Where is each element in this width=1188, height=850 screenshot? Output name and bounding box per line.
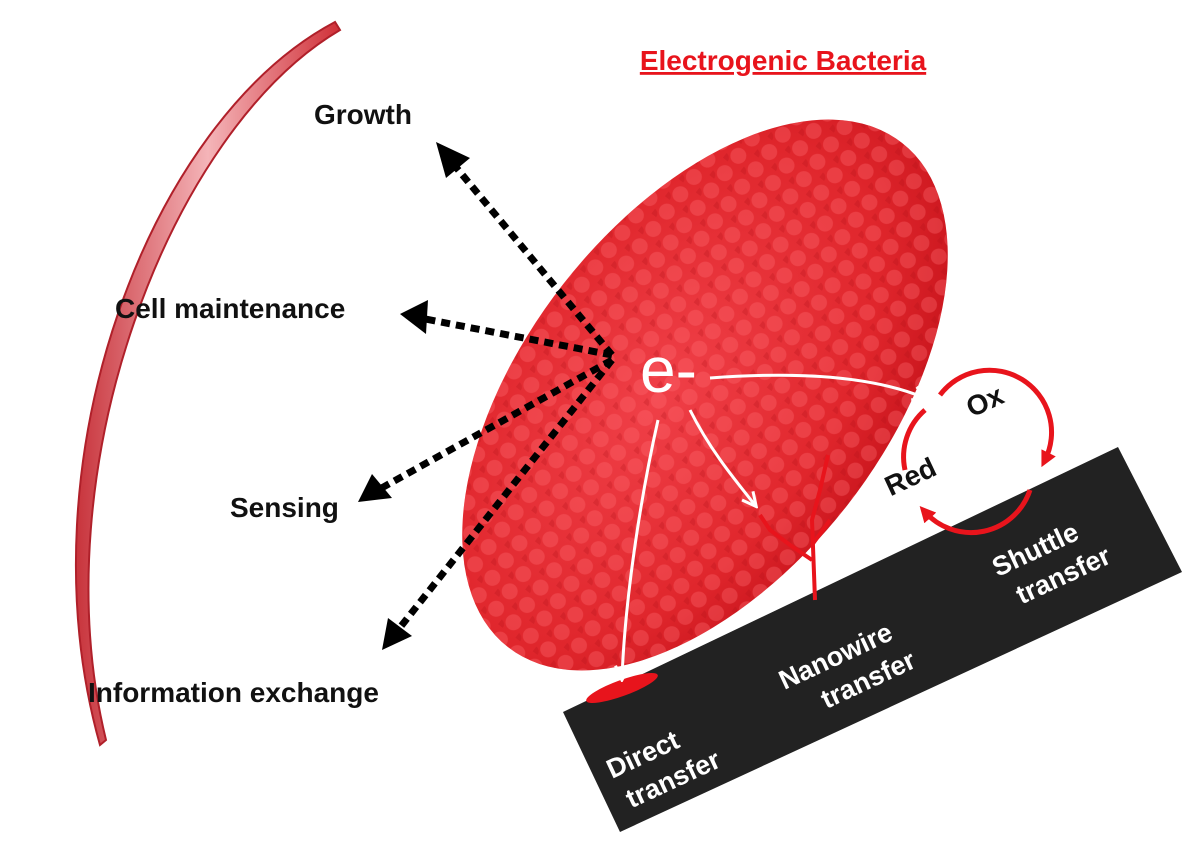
label-ox: Ox — [961, 379, 1008, 423]
nanowire — [758, 454, 832, 601]
electrode — [563, 447, 1182, 832]
label-cell-maintenance: Cell maintenance — [115, 293, 345, 324]
label-information-exchange: Information exchange — [88, 677, 379, 708]
direct-contact — [586, 672, 658, 704]
electron-arrows — [622, 373, 925, 678]
membrane-arc — [74, 20, 342, 747]
label-growth: Growth — [314, 99, 412, 130]
bacterium — [462, 119, 948, 671]
arrow-growth — [447, 157, 615, 358]
arrow-cell-maintenance — [419, 314, 613, 359]
title: Electrogenic Bacteria — [640, 45, 927, 76]
arrow-information-exchange — [395, 357, 615, 633]
redox-cycle — [901, 367, 1056, 536]
label-sensing: Sensing — [230, 492, 339, 523]
label-red: Red — [880, 451, 941, 501]
electron-label: e- — [640, 334, 697, 406]
fate-arrows — [376, 157, 615, 633]
arrowheads — [358, 142, 470, 650]
